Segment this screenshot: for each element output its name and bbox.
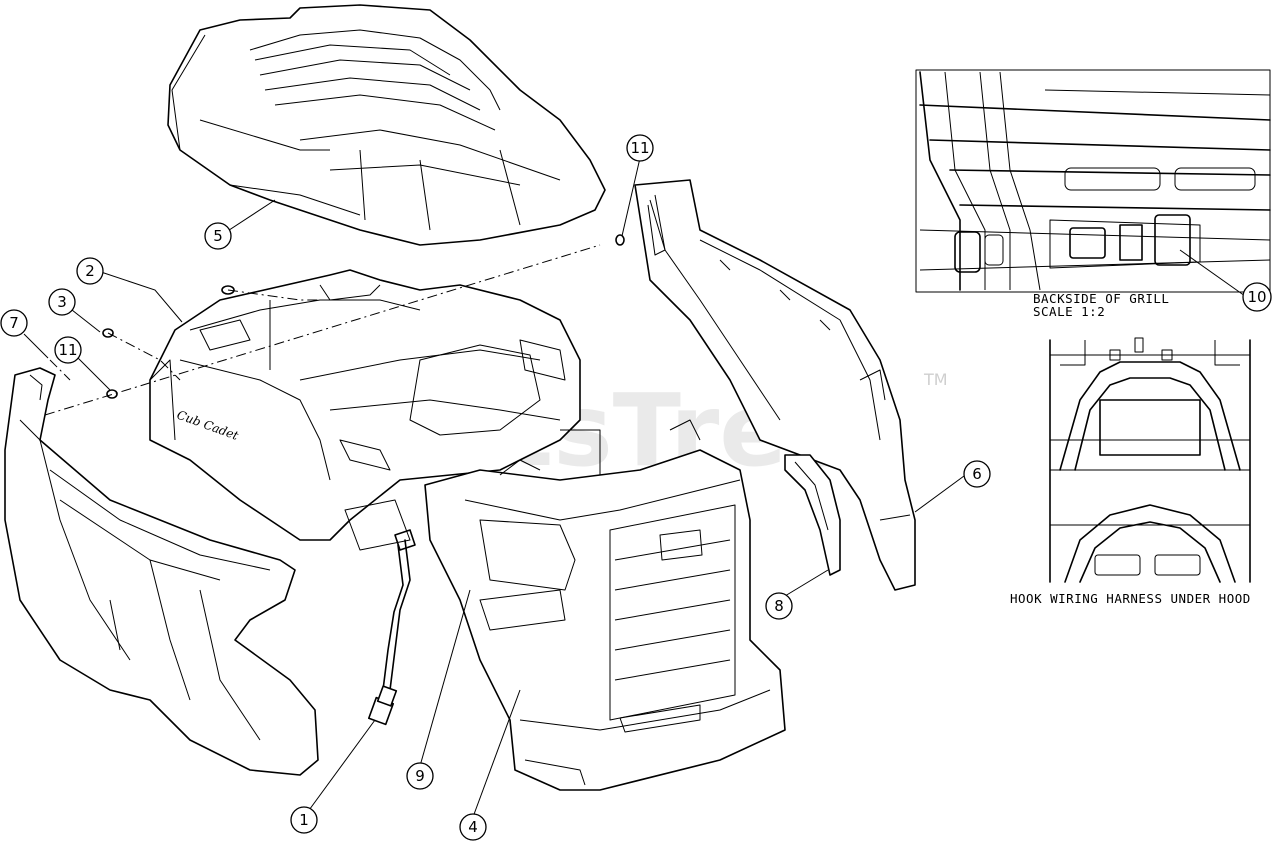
callout-11-right: 11: [626, 134, 654, 162]
callout-label: 2: [85, 262, 95, 280]
callout-label: 3: [57, 293, 67, 311]
alignment-lines: [44, 244, 601, 416]
grill-detail-scale: SCALE 1:2: [1033, 304, 1105, 319]
washer-11-right: [615, 234, 625, 246]
callout-7: 7: [0, 309, 28, 337]
callout-3: 3: [48, 288, 76, 316]
callout-label: 5: [213, 227, 223, 245]
callout-label: 10: [1247, 288, 1266, 306]
callout-5: 5: [204, 222, 232, 250]
wiring-harness-part: [367, 529, 416, 726]
hood-top-part: [167, 4, 606, 246]
callout-2: 2: [76, 257, 104, 285]
callout-label: 4: [468, 818, 478, 836]
left-side-panel-part: [4, 367, 319, 776]
callout-4: 4: [459, 813, 487, 841]
watermark-trademark: TM: [923, 370, 948, 389]
callout-8: 8: [765, 592, 793, 620]
callout-label: 9: [415, 767, 425, 785]
detail-wiring-harness: HOOK WIRING HARNESS UNDER HOOD: [1010, 337, 1251, 606]
callout-11-left: 11: [54, 336, 82, 364]
callout-6: 6: [963, 460, 991, 488]
wiring-detail-caption: HOOK WIRING HARNESS UNDER HOOD: [1010, 591, 1251, 606]
grill-part: [424, 419, 786, 791]
washer-11-left: [106, 389, 118, 399]
callout-label: 8: [774, 597, 784, 615]
grill-detail-title: BACKSIDE OF GRILL: [1033, 291, 1169, 306]
callout-label: 7: [9, 314, 19, 332]
callout-label: 11: [58, 341, 77, 359]
hardware-group: [102, 234, 625, 399]
right-side-panel-part: [634, 179, 916, 591]
callout-label: 6: [972, 465, 982, 483]
callout-10: 10: [1242, 282, 1272, 312]
callout-9: 9: [406, 762, 434, 790]
callout-label: 11: [630, 139, 649, 157]
trim-strip-part: [784, 454, 841, 576]
detail-grill-backside: BACKSIDE OF GRILL SCALE 1:2: [915, 69, 1271, 319]
callout-1: 1: [290, 806, 318, 834]
callout-label: 1: [299, 811, 309, 829]
